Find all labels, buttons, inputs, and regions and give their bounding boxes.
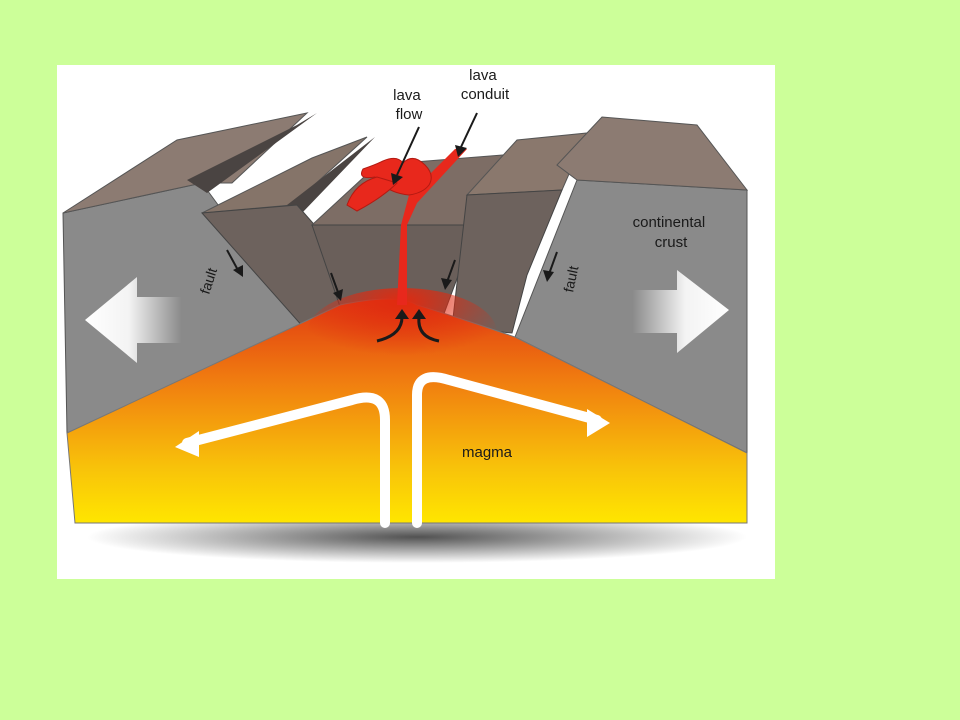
lava-conduit-surface <box>401 149 467 225</box>
lava-flow-branch <box>346 176 398 212</box>
lava-conduit-leader <box>460 112 478 148</box>
left-fault-scarp <box>187 113 317 193</box>
label-lava-conduit: lava conduit <box>461 67 510 103</box>
upwelling-arrow-icon <box>376 316 440 343</box>
label-lava-flow: lava flow <box>393 87 425 123</box>
label-fault-left: fault <box>197 266 220 296</box>
left-crust-top <box>62 112 309 214</box>
fault-motion-arrow-icon <box>226 249 558 301</box>
magma-hotspot <box>307 288 497 378</box>
block-shadow <box>87 511 747 563</box>
spreading-arrow-left-icon <box>85 277 182 363</box>
label-continental-crust: continental crust <box>633 214 710 251</box>
right-crust-top <box>556 116 749 191</box>
lava-conduit <box>397 225 407 305</box>
rift-diagram: lava flow lava conduit continental crust… <box>62 67 749 563</box>
convection-arrow-icon <box>182 372 602 528</box>
spreading-arrow-right-icon <box>632 270 729 353</box>
lava-flow-leader <box>396 126 420 176</box>
label-fault-right: fault <box>560 264 581 293</box>
left-step-scarp <box>287 137 375 213</box>
rift-diagram-panel: lava flow lava conduit continental crust… <box>57 65 775 579</box>
label-magma: magma <box>462 444 513 461</box>
